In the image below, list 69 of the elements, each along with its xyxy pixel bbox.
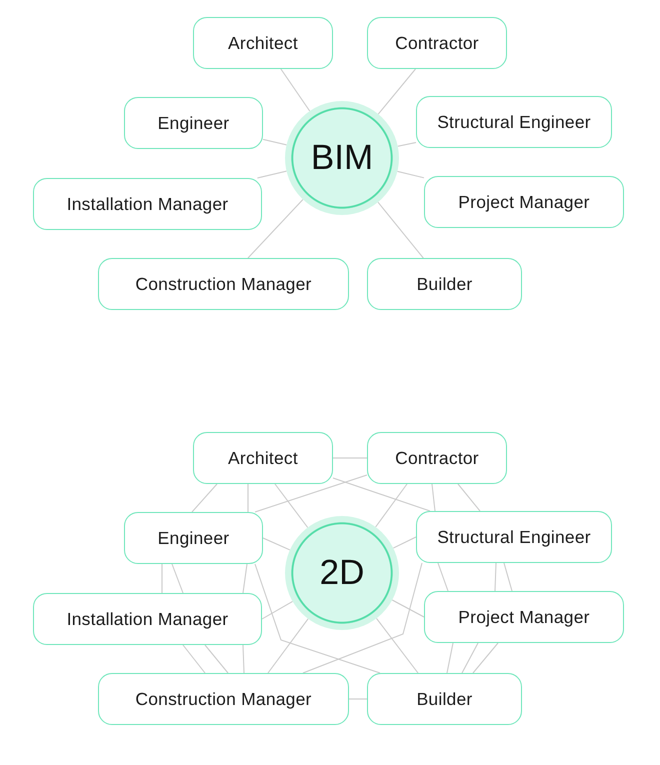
role-label: Installation Manager bbox=[66, 194, 228, 214]
role-box bbox=[367, 673, 522, 725]
connector-line bbox=[494, 562, 496, 592]
connector-line bbox=[268, 618, 309, 674]
connector-line bbox=[274, 484, 308, 528]
connector-line bbox=[332, 478, 430, 512]
role-box bbox=[424, 176, 624, 228]
role-label: Builder bbox=[416, 274, 472, 294]
role-box bbox=[193, 432, 333, 484]
role-box bbox=[367, 432, 507, 484]
role-label: Structural Engineer bbox=[437, 112, 591, 132]
connector-line bbox=[392, 600, 424, 618]
connector-line bbox=[242, 644, 244, 674]
connector-line bbox=[396, 170, 424, 178]
hub-label: 2D bbox=[320, 553, 364, 593]
connector-line bbox=[504, 562, 512, 592]
role-box bbox=[124, 512, 263, 564]
role-label: Contractor bbox=[395, 32, 479, 54]
connector-line bbox=[172, 564, 184, 594]
connector-line bbox=[204, 644, 228, 674]
role-box bbox=[33, 593, 262, 645]
connector-line bbox=[262, 600, 294, 620]
connector-line bbox=[378, 202, 424, 258]
role-label: Structural Engineer bbox=[437, 526, 591, 548]
connector-line bbox=[262, 538, 290, 550]
connector-line bbox=[248, 199, 304, 258]
connector-line bbox=[254, 564, 380, 674]
role-label: Contractor bbox=[395, 448, 479, 468]
connector-line bbox=[375, 484, 408, 528]
role-box bbox=[416, 96, 612, 148]
connector-line bbox=[376, 618, 418, 674]
connector-line bbox=[192, 484, 218, 512]
connector-line bbox=[378, 68, 416, 115]
role-label: Construction Manager bbox=[135, 688, 312, 710]
role-box bbox=[193, 17, 333, 69]
role-box bbox=[367, 17, 507, 69]
connector-line bbox=[256, 170, 287, 178]
role-label: Architect bbox=[228, 32, 298, 54]
role-box bbox=[98, 673, 349, 725]
connector-line bbox=[462, 642, 478, 674]
role-box bbox=[124, 97, 263, 149]
role-label: Project Manager bbox=[458, 192, 590, 212]
role-label: Construction Manager bbox=[135, 274, 312, 294]
role-label: Engineer bbox=[158, 528, 230, 548]
connector-line bbox=[432, 484, 436, 512]
connector-line bbox=[242, 564, 248, 594]
connector-line bbox=[348, 698, 368, 700]
hub-label: BIM bbox=[310, 138, 374, 178]
connector-line bbox=[182, 644, 206, 674]
role-box bbox=[98, 258, 349, 310]
role-label: Builder bbox=[416, 688, 472, 710]
role-box bbox=[367, 258, 522, 310]
connector-line bbox=[392, 536, 416, 549]
role-label: Engineer bbox=[158, 112, 230, 134]
role-label: Installation Manager bbox=[66, 608, 228, 630]
connector-line bbox=[458, 484, 480, 512]
connector-line bbox=[280, 68, 310, 112]
role-label: Project Manager bbox=[458, 606, 590, 628]
role-box bbox=[33, 178, 262, 230]
connector-line bbox=[472, 642, 498, 674]
connector-line bbox=[438, 562, 448, 592]
connector-line bbox=[446, 642, 454, 674]
connector-line bbox=[397, 142, 416, 147]
role-label: Architect bbox=[228, 448, 298, 468]
connector-line bbox=[262, 138, 287, 146]
role-box bbox=[416, 511, 612, 563]
connector-line bbox=[302, 562, 422, 674]
connector-line bbox=[254, 474, 368, 512]
role-box bbox=[424, 591, 624, 643]
